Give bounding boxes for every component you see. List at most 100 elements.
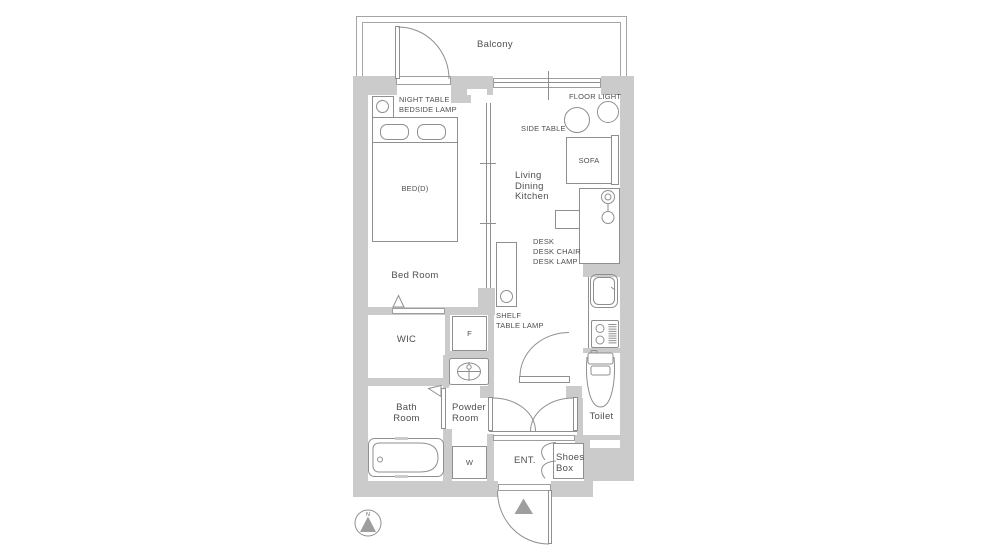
floor-light-icon	[597, 101, 619, 123]
entrance-door-arc	[496, 490, 550, 545]
wall-left	[353, 76, 368, 497]
bathtub	[368, 437, 444, 478]
label-line: DESK	[533, 237, 555, 246]
sofa	[566, 137, 612, 184]
wall-niche	[590, 440, 620, 448]
north-indicator: N	[354, 509, 382, 537]
ldk-label: Living Dining Kitchen	[515, 170, 549, 203]
label-line: Powder	[452, 402, 487, 413]
bath-door-swing-icon	[427, 384, 442, 398]
wall-corner-bottom-right	[584, 443, 620, 481]
bedroom-ldk-partition	[486, 103, 491, 288]
toilet-label: Toilet	[589, 411, 614, 422]
entrance-label: ENT.	[514, 455, 536, 466]
desk-chair	[555, 210, 580, 229]
pillow-right	[417, 124, 446, 140]
hall-threshold	[493, 435, 575, 441]
wall-bath-powder-lower	[443, 429, 452, 481]
label-line: Dining	[515, 180, 544, 192]
balcony-label: Balcony	[477, 39, 513, 50]
label-line: Living	[515, 170, 542, 181]
wall-fridge-basin-sep	[449, 351, 488, 359]
ldk-window-tick	[548, 71, 549, 100]
bed-label: BED(D)	[401, 184, 429, 193]
wall-desk-kitchen-sep	[583, 264, 620, 277]
label-line: Shoes	[556, 452, 585, 463]
bath-room-label: Bath Room	[368, 402, 445, 424]
side-table-label: SIDE TABLE	[521, 124, 566, 133]
powder-room-label: Powder Room	[452, 402, 487, 424]
label-line: Room	[393, 413, 420, 424]
entrance-threshold	[498, 484, 551, 491]
fridge-label: F	[467, 329, 472, 338]
stove-icon	[591, 320, 619, 348]
ldk-window-midline	[494, 82, 600, 83]
pillow-left	[380, 124, 409, 140]
label-line: NIGHT TABLE	[399, 95, 450, 104]
hallway-doors	[488, 397, 578, 432]
wall-right	[620, 76, 634, 481]
bedside-lamp-icon	[376, 100, 389, 113]
balcony-inner-rail	[362, 22, 621, 76]
desk-label: DESK DESK CHAIR DESK LAMP	[533, 237, 581, 267]
wic-label: WIC	[396, 334, 417, 345]
north-arrow-icon	[360, 516, 376, 532]
washbasin-icon	[449, 358, 489, 385]
toilet-fixture	[586, 350, 615, 408]
shoes-box-label: Shoes Box	[556, 452, 585, 474]
night-table-label: NIGHT TABLE BEDSIDE LAMP	[399, 95, 457, 114]
partition-tick-2	[480, 223, 496, 224]
label-line: Bath	[396, 402, 417, 413]
label-line: TABLE LAMP	[496, 320, 544, 330]
wic-door-bar	[392, 308, 445, 314]
fridge	[452, 316, 487, 351]
north-letter: N	[366, 512, 370, 518]
kitchen-sink-icon	[590, 274, 618, 308]
wall-toilet-bottom	[575, 435, 620, 443]
wic-door-swing-icon	[392, 294, 405, 308]
wall-bottom-right	[551, 481, 593, 497]
wall-hall-left	[480, 386, 490, 398]
label-line: Room	[452, 412, 479, 424]
label-line: Kitchen	[515, 191, 549, 202]
desk-lamp-icon	[601, 190, 615, 224]
wall-wic-bath-sep	[368, 378, 445, 386]
sofa-backrest	[611, 135, 619, 185]
wall-corner-bedroom-ldk	[451, 95, 471, 103]
balcony-door-arc	[397, 26, 450, 80]
table-lamp-icon	[500, 290, 513, 303]
wall-ldk-left	[488, 311, 494, 398]
entrance-marker-icon	[514, 498, 533, 514]
wall-wic-right	[445, 315, 450, 386]
sofa-label: SOFA	[578, 156, 600, 165]
wall-toilet-left	[577, 398, 583, 435]
wall-powder-entrance-sep	[487, 434, 494, 481]
entrance-door-leaf	[548, 490, 552, 544]
wall-bath-powder-upper	[443, 355, 449, 388]
bed-room-label: Bed Room	[391, 270, 439, 281]
shoes-box-door-icon	[541, 442, 557, 479]
label-line: Box	[556, 462, 574, 474]
wall-partition-stub	[478, 288, 495, 309]
balcony-outer-rail	[356, 16, 627, 76]
label-line: BEDSIDE LAMP	[399, 104, 457, 114]
bed-headboard-line	[373, 142, 457, 143]
label-line: DESK CHAIR	[533, 247, 581, 256]
wall-bottom-left	[353, 481, 498, 497]
kitchen-counter-edge	[588, 277, 589, 348]
ldk-door	[519, 332, 570, 383]
label-line: SHELF	[496, 311, 522, 320]
wall-kitchen-toilet-sep	[583, 348, 620, 353]
partition-tick-1	[480, 163, 496, 164]
wall-hall-right	[566, 386, 582, 398]
floor-light-label: FLOOR LIGHT	[569, 92, 622, 101]
shelf-label: SHELF TABLE LAMP	[496, 311, 544, 330]
balcony-door-leaf	[395, 26, 400, 79]
washing-machine-label: W	[465, 458, 474, 467]
bath-door-leaf	[441, 388, 446, 429]
ldk-window	[493, 78, 601, 88]
side-table-icon	[564, 107, 590, 133]
washing-machine	[452, 446, 487, 479]
balcony-door-threshold	[396, 76, 451, 85]
